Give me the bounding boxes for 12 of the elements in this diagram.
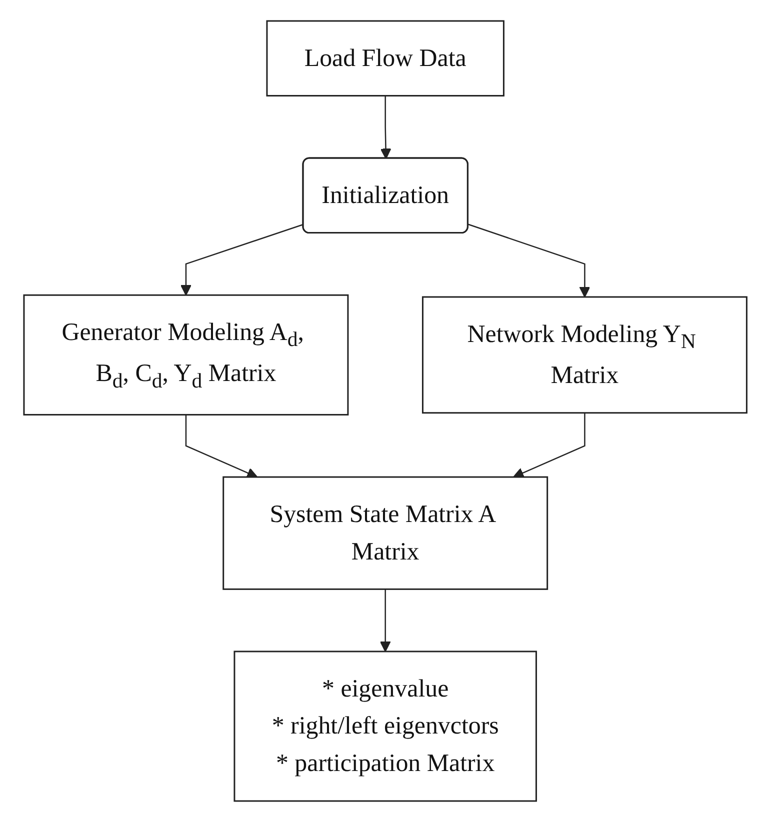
- arrow: [380, 95, 391, 159]
- node-box: [22, 294, 348, 415]
- node-box: [233, 650, 537, 802]
- arrow: [185, 414, 258, 478]
- node-box: [266, 20, 504, 96]
- node-box: [222, 476, 548, 590]
- arrow: [180, 223, 304, 296]
- arrow: [512, 412, 585, 478]
- node-box: [422, 296, 748, 414]
- arrow: [380, 588, 390, 652]
- flowchart-drawing: Load Flow Data Initialization Network Modeling Y$_{N}$ Matrix Generator Modeling A$_{d}$, B$_{d}$, C$_{d}$, Y$_{d}$ Matrix System State Matrix A Matrix * eigenvalue * right/left eigenvctors * participation Matrix: [14, 10, 756, 810]
- arrow: [468, 223, 590, 297]
